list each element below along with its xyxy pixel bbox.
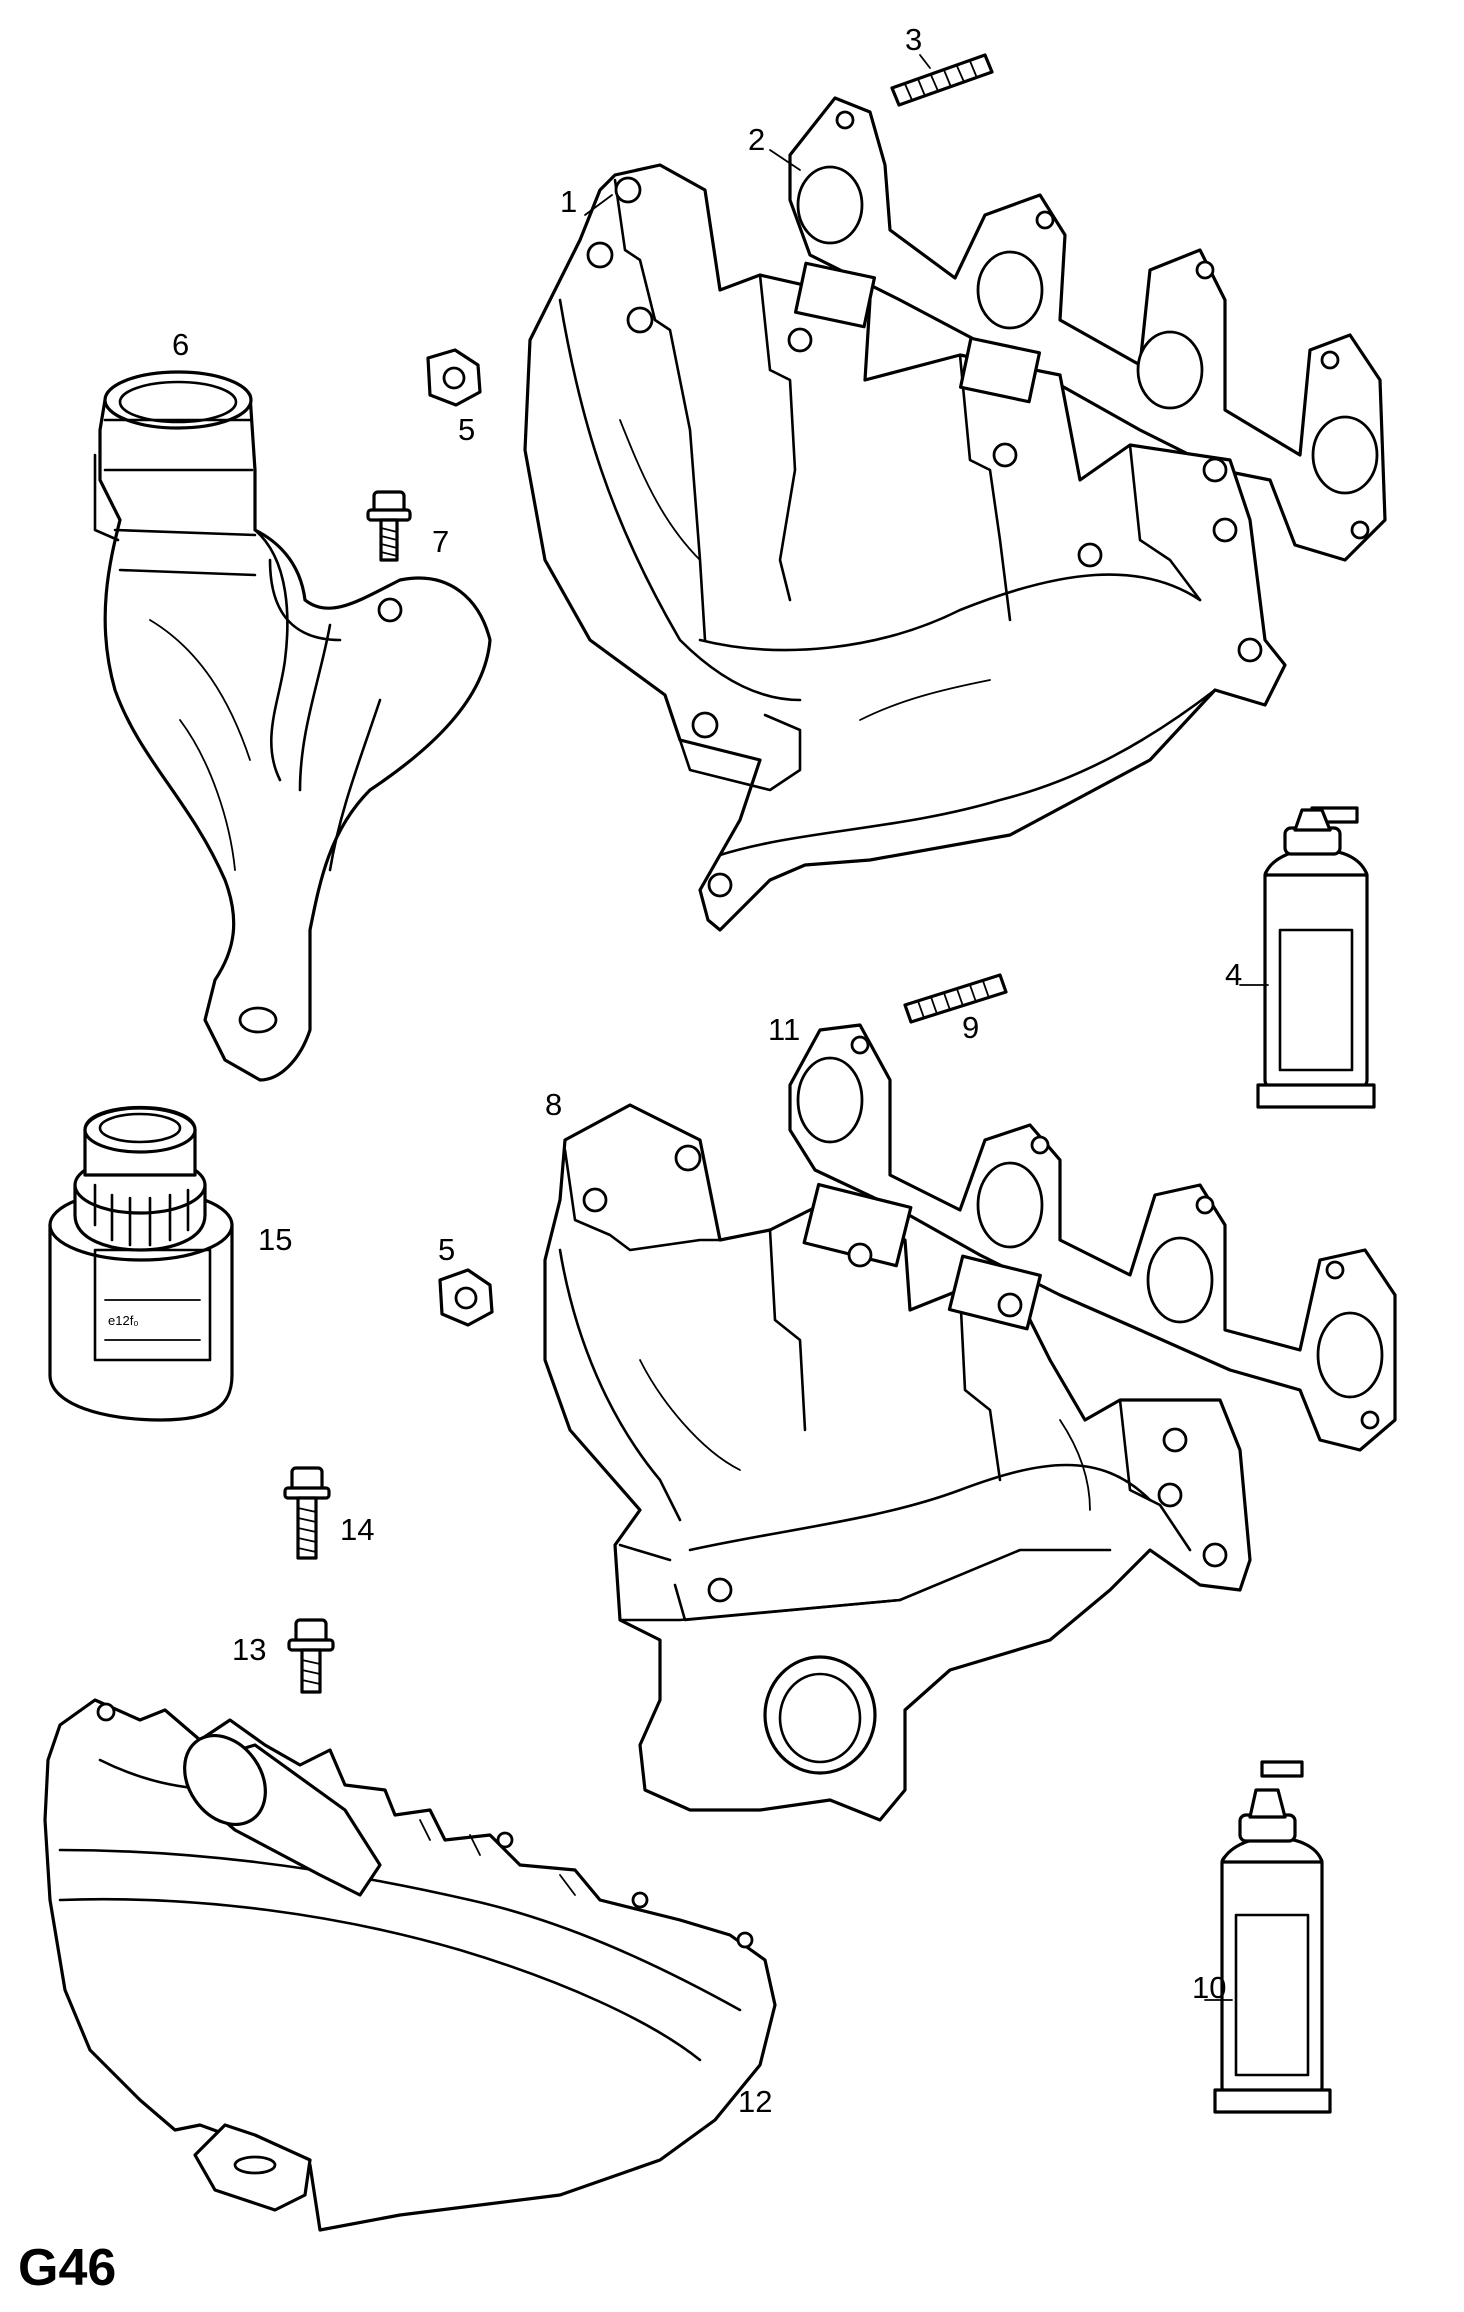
label-part-5-upper: 5: [458, 412, 475, 447]
leader-lines: [584, 54, 1269, 2001]
label-part-9: 9: [962, 1010, 979, 1045]
part-3-stud-upper: [890, 53, 994, 107]
part-4-sealant-tube-upper: [1256, 806, 1376, 1109]
label-part-11: 11: [768, 1012, 800, 1047]
label-part-13: 13: [232, 1632, 266, 1667]
label-part-1: 1: [560, 184, 577, 219]
label-part-7: 7: [432, 524, 449, 559]
part-5-nut-lower: [438, 1268, 494, 1327]
part-9-stud-lower: [903, 973, 1008, 1024]
part-13-bolt: [287, 1618, 335, 1694]
part-6-downpipe-heat-shield: [93, 370, 492, 1082]
label-part-5-lower: 5: [438, 1232, 455, 1267]
label-part-3: 3: [905, 22, 922, 57]
part-8-exhaust-manifold-lower: [543, 1103, 1252, 1822]
part-5-nut-upper: [426, 348, 482, 407]
label-part-6: 6: [172, 327, 189, 362]
part-1-exhaust-manifold-upper: [523, 163, 1287, 932]
part-12-heat-shield-lower: [43, 1698, 777, 2232]
part-11-gasket-lower: [788, 1023, 1397, 1452]
can-marking: e12f₀: [108, 1313, 139, 1328]
label-part-14: 14: [340, 1512, 374, 1547]
label-part-8: 8: [545, 1087, 562, 1122]
part-7-bolt: [366, 490, 412, 562]
part-10-sealant-tube-lower: [1213, 1760, 1332, 2114]
label-part-4: 4: [1225, 957, 1242, 992]
diagram-code: G46: [18, 2239, 116, 2297]
part-15-compound-can: e12f₀: [48, 1105, 234, 1422]
label-part-10: 10: [1192, 1970, 1226, 2005]
label-part-15: 15: [258, 1222, 292, 1257]
label-part-12: 12: [738, 2084, 772, 2119]
label-part-2: 2: [748, 122, 765, 157]
part-14-bolt: [283, 1466, 331, 1560]
